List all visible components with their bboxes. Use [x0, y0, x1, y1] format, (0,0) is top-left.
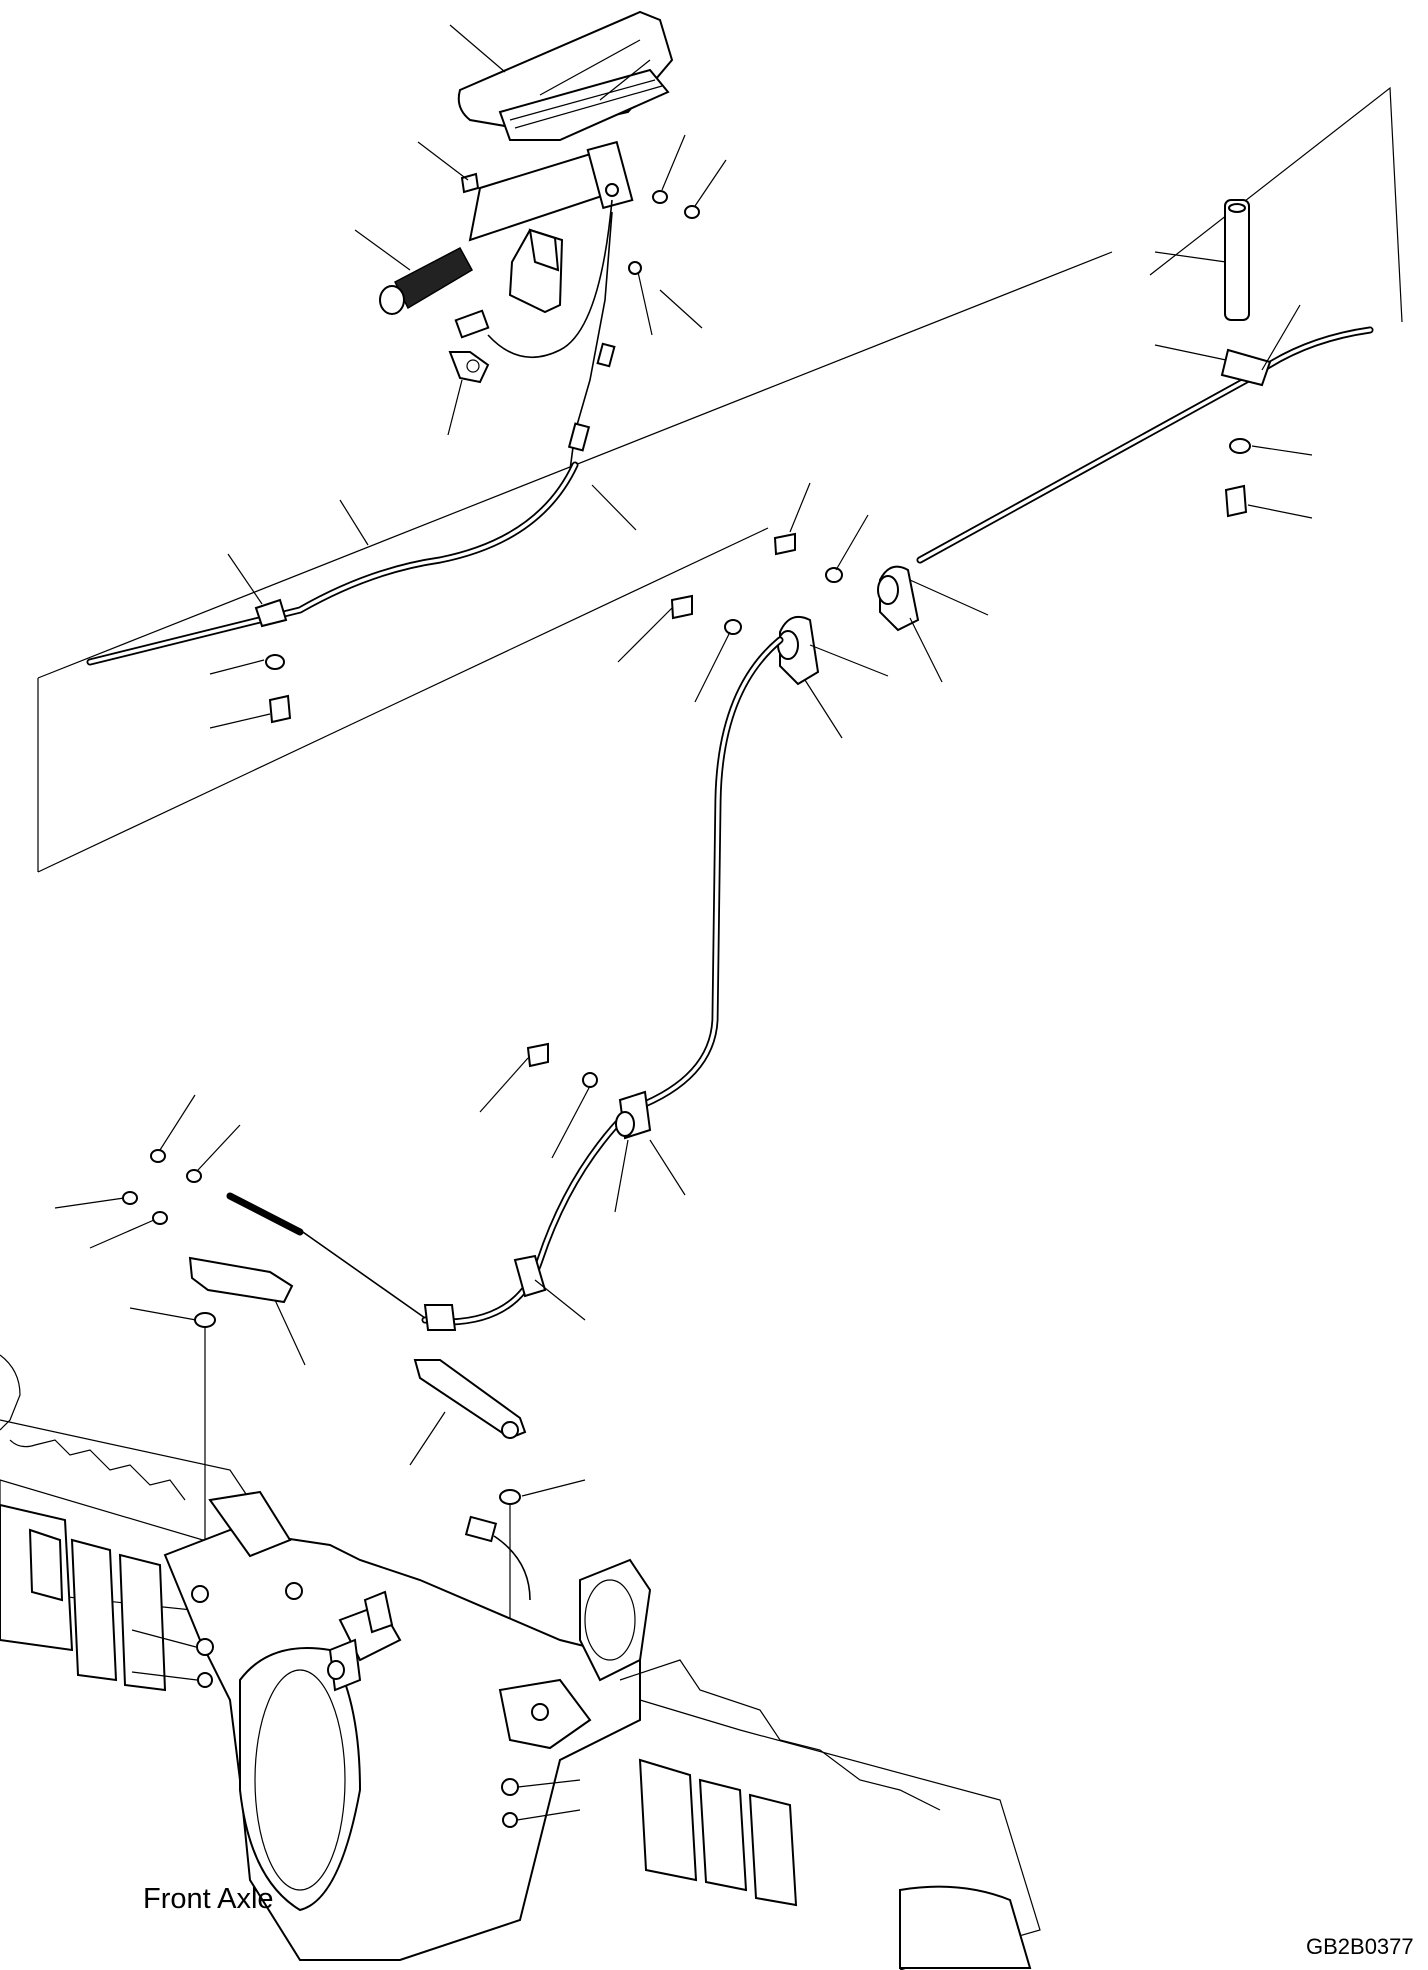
leader-lines-upper: [209, 24, 727, 729]
lever-switch: [448, 199, 613, 384]
lever-boot: [457, 10, 674, 141]
right-linkage: [409, 1359, 586, 1742]
lever-fasteners: [460, 172, 700, 275]
brake-lever: [379, 140, 634, 315]
axle-cable: [226, 636, 784, 1331]
left-linkage: [54, 1094, 306, 1582]
drawing-code-label: GB2B0377: [1306, 1934, 1414, 1959]
front-axle-assembly: [0, 1354, 1041, 1970]
front-cable: [86, 211, 616, 724]
front-axle-label: Front Axle: [143, 1883, 274, 1915]
lever-bracket: [508, 228, 564, 314]
rear-cable: [916, 199, 1374, 564]
middle-clamps: [617, 482, 989, 739]
